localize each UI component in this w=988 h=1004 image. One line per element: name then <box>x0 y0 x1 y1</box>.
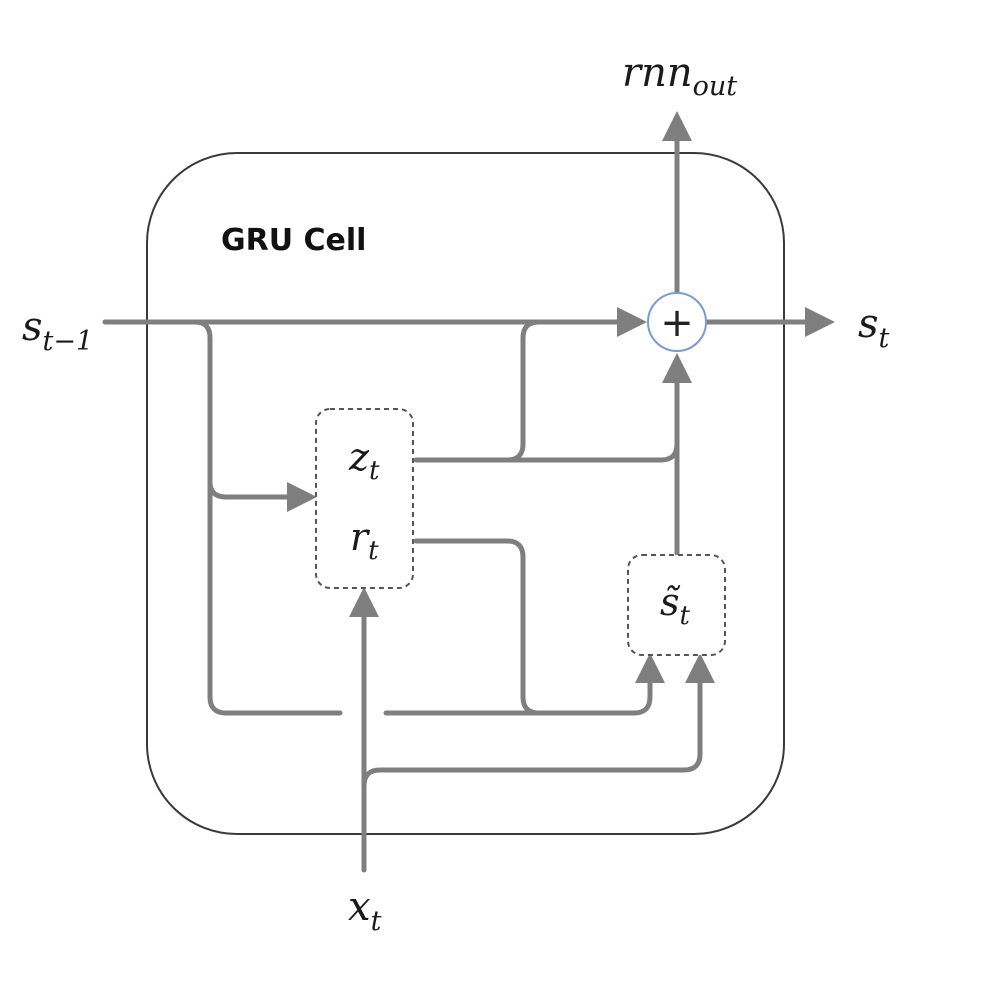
plus-icon: + <box>660 300 694 346</box>
combine-node: + <box>647 292 707 352</box>
label-state-sub: t <box>879 323 890 354</box>
label-input-x-sub: t <box>371 906 382 937</box>
wire-update-to-combine <box>504 441 680 463</box>
label-prev-state-sub: t−1 <box>43 326 94 357</box>
wire-reset-to-bus <box>413 538 542 716</box>
label-candidate-sub: t <box>680 601 691 631</box>
label-input-x-base: x <box>348 884 371 930</box>
label-reset-gate: rt <box>350 515 379 566</box>
combine-circle <box>647 292 707 352</box>
wires <box>102 110 836 873</box>
label-rnn-out-sub: out <box>693 71 738 102</box>
label-candidate-base: s̃ <box>660 580 680 624</box>
label-input-x: xt <box>348 884 382 937</box>
label-state: st <box>858 301 890 354</box>
gru-cell-boundary <box>146 152 785 835</box>
label-prev-state: st−1 <box>22 304 93 357</box>
wire-update-to-mainline <box>413 319 542 463</box>
label-rnn-out: rnnout <box>622 50 737 102</box>
label-candidate: s̃t <box>660 580 691 631</box>
label-state-base: s <box>858 301 879 347</box>
cell-title: GRU Cell <box>221 223 366 258</box>
label-prev-state-base: s <box>22 304 43 350</box>
wire-x-to-candidate <box>361 652 715 789</box>
label-update-gate-base: z <box>348 435 370 479</box>
label-update-gate-sub: t <box>369 456 380 486</box>
wire-prev-state-to-bus <box>207 479 343 716</box>
update-reset-gate-box <box>315 408 414 589</box>
wire-prev-state-to-gates <box>192 319 318 512</box>
label-reset-gate-sub: t <box>368 536 379 566</box>
label-reset-gate-base: r <box>350 515 371 559</box>
label-update-gate: zt <box>348 435 380 486</box>
label-rnn-out-base: rnn <box>622 50 693 96</box>
candidate-state-box <box>627 554 726 656</box>
wire-bus-to-candidate <box>383 652 665 716</box>
